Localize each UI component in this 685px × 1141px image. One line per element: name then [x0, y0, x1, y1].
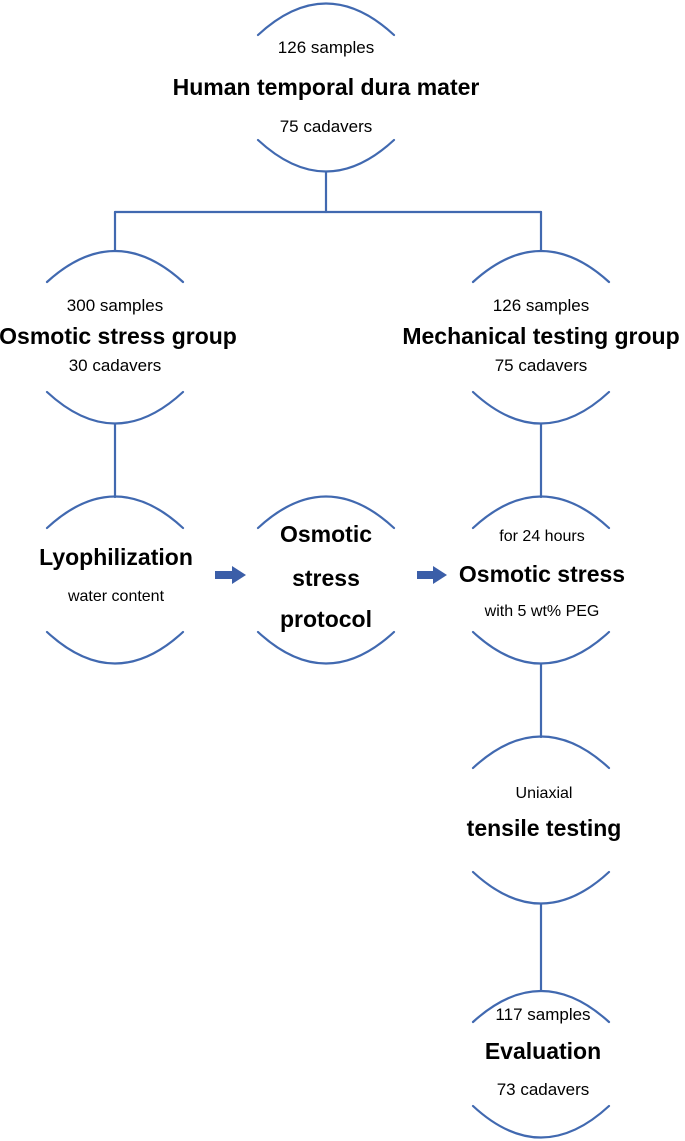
osmotic-group-samples-label: 300 samples	[66, 296, 164, 315]
tensile-top-arc	[471, 735, 611, 770]
osmotic-group-title: Osmotic stress group	[0, 323, 237, 349]
mechanical-group-cadavers-label: 75 cadavers	[494, 356, 588, 375]
evaluation-bottom-arc	[471, 1104, 611, 1139]
protocol-bottom-arc	[256, 630, 396, 665]
root-cadavers-label: 75 cadavers	[279, 117, 373, 136]
mechanical-group-title: Mechanical testing group	[402, 323, 680, 349]
lyophilization-title: Lyophilization	[39, 544, 193, 570]
osmotic-stress-bottom-arc	[471, 630, 611, 665]
root-samples-label: 126 samples	[277, 38, 375, 57]
protocol-title-line-1: Osmotic	[279, 521, 373, 547]
osmotic-group-cadavers-label: 30 cadavers	[68, 356, 162, 375]
root-title: Human temporal dura mater	[172, 74, 480, 100]
mechanical-group-top-arc	[471, 250, 611, 284]
osmotic-stress-duration-label: for 24 hours	[499, 528, 585, 545]
tensile-uniaxial-label: Uniaxial	[515, 785, 573, 802]
mechanical-group-bottom-arc	[471, 390, 611, 425]
protocol-title-line-3: protocol	[280, 606, 372, 632]
osmotic-group-top-arc	[45, 250, 185, 284]
root-top-arc	[256, 2, 396, 37]
osmotic-stress-peg-label: with 5 wt% PEG	[484, 603, 600, 620]
osmotic-group-bottom-arc	[45, 390, 185, 425]
protocol-title-line-2: stress	[292, 565, 360, 591]
lyophilization-top-arc	[45, 495, 185, 530]
evaluation-cadavers-label: 73 cadavers	[496, 1080, 590, 1099]
arrow-protocol-to-osmotic-stress	[417, 566, 447, 584]
tensile-title: tensile testing	[466, 815, 622, 841]
osmotic-stress-top-arc	[471, 495, 611, 530]
osmotic-stress-title: Osmotic stress	[458, 561, 626, 587]
root-bottom-arc	[256, 138, 396, 173]
tensile-bottom-arc	[471, 870, 611, 905]
lyophilization-bottom-arc	[45, 630, 185, 665]
mechanical-group-samples-label: 126 samples	[492, 296, 590, 315]
evaluation-samples-label: 117 samples	[495, 1005, 591, 1024]
evaluation-title: Evaluation	[484, 1038, 602, 1064]
arrow-lyophilization-to-protocol	[215, 566, 246, 584]
lyophilization-water-content-label: water content	[67, 588, 165, 605]
protocol-top-arc	[256, 495, 396, 530]
